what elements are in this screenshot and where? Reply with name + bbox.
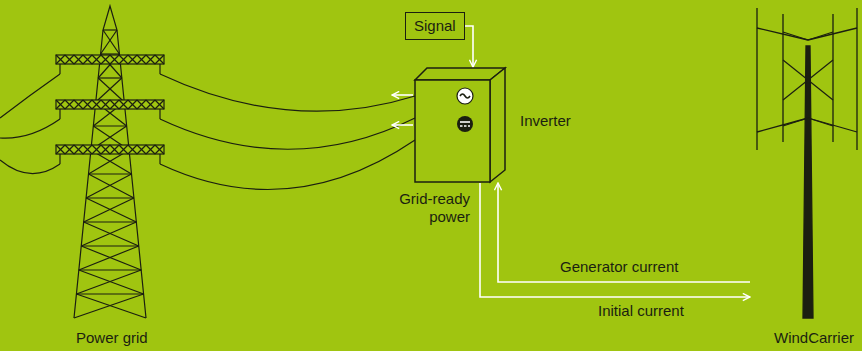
pylon-illustration (0, 6, 415, 318)
edge-label: Generator current (560, 258, 678, 276)
flow-connector (498, 183, 750, 282)
node-label: Power grid (76, 329, 148, 347)
signal-box: Signal (405, 12, 465, 40)
node-label: WindCarrier (774, 329, 854, 347)
node-label: Inverter (520, 112, 571, 130)
flow-connector (392, 124, 413, 126)
dc-symbol (457, 116, 473, 132)
inverter-outline (415, 68, 505, 182)
flow-label: Grid-ready power (380, 190, 470, 226)
flow-connector (465, 26, 473, 67)
edge-label: Initial current (598, 302, 684, 320)
flow-connector (480, 183, 750, 297)
power-grid: Power grid (0, 0, 392, 351)
node-label: Signal (414, 17, 456, 35)
wind-turbine: WindCarrier (752, 0, 858, 351)
wind-turbine-illustration (757, 8, 857, 318)
inverter-box: Inverter (415, 68, 505, 182)
flow-connector (392, 94, 413, 96)
ac-symbol (457, 88, 473, 104)
